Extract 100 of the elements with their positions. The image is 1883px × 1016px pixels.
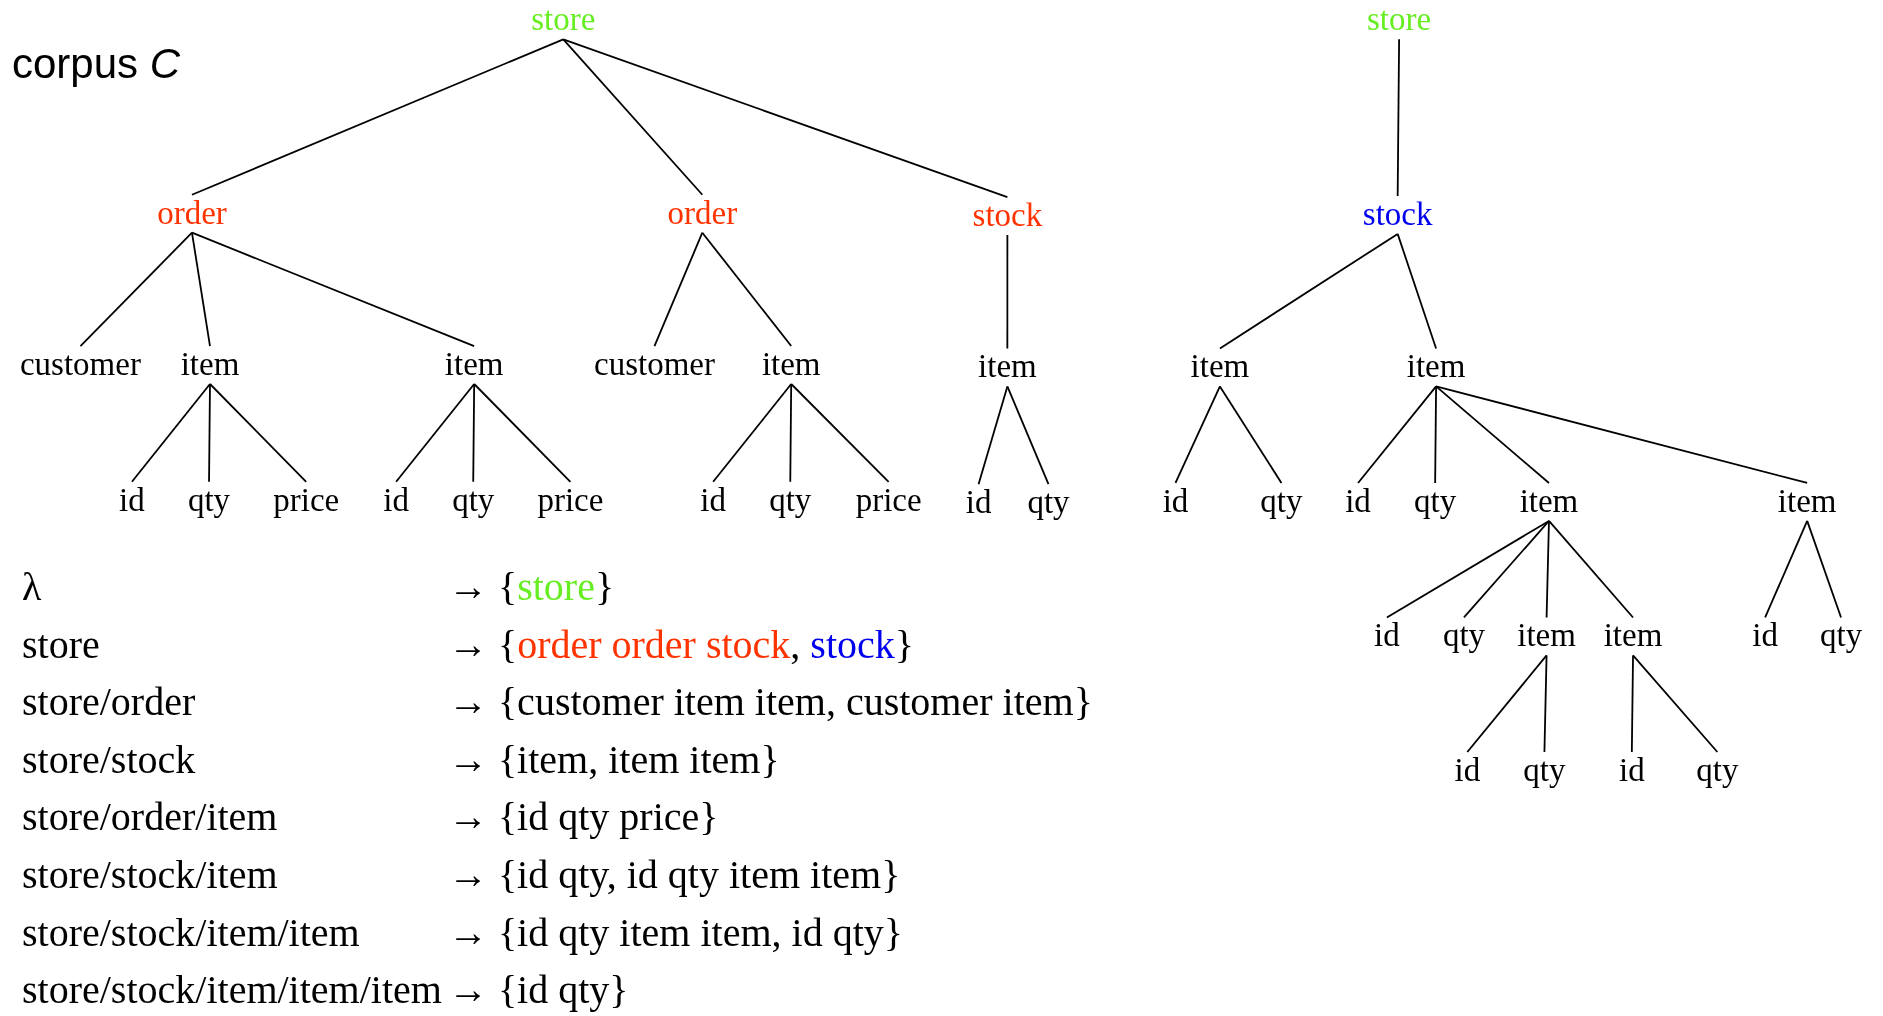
rule-text: → {id qty} — [447, 966, 629, 1015]
tree-edge — [1219, 233, 1399, 350]
rule-text: → {item, item item} — [447, 735, 780, 784]
rule-text: , — [790, 620, 801, 669]
tree-edge — [191, 231, 476, 347]
tree-node-label: qty — [452, 481, 495, 520]
tree-edge — [1543, 654, 1548, 753]
tree-edge — [701, 231, 793, 347]
tree-edge — [1174, 385, 1221, 484]
path-text: store/stock/item — [22, 850, 279, 899]
tree-edge — [1632, 654, 1719, 753]
tree-node-label: qty — [1523, 751, 1566, 790]
tree-edge — [1545, 520, 1550, 619]
tree-node-label: customer — [19, 346, 141, 384]
tree-edge — [653, 231, 704, 347]
tree-node-label: qty — [1260, 482, 1303, 521]
tree-edge — [1396, 38, 1400, 197]
tree-edge — [1357, 385, 1437, 484]
tree-edge — [1434, 385, 1437, 484]
tree-edge — [1396, 233, 1437, 350]
tree-node-label: item — [1406, 348, 1466, 387]
tree-node-label: qty — [1819, 617, 1863, 656]
tree-node-label: order — [157, 194, 227, 233]
path-text: λ — [22, 563, 43, 611]
tree-node-label: item — [761, 346, 821, 384]
tree-edge — [1630, 654, 1634, 753]
tree-edge — [1764, 520, 1809, 619]
tree-edge — [1548, 520, 1634, 619]
tree-edge — [1006, 385, 1050, 486]
tree-edge — [712, 383, 793, 483]
tree-edge — [1463, 520, 1550, 619]
tree-node-label: store — [1367, 1, 1432, 40]
tree-node-label: price — [855, 481, 922, 520]
tree-edge — [473, 383, 572, 483]
tree-edge — [191, 38, 565, 196]
tree-node-label: id — [1454, 751, 1481, 790]
tree-node-label: item — [1777, 482, 1837, 521]
tree-node-label: id — [1752, 617, 1778, 656]
tree-edge — [789, 383, 793, 483]
tree-node-label: item — [1519, 482, 1579, 521]
path-text: store/stock/item/item — [22, 908, 361, 957]
tree-node-label: id — [1345, 482, 1371, 521]
tree-node-label: item — [180, 346, 240, 384]
tree-node-label: id — [965, 484, 992, 523]
rule-text: → { — [447, 620, 518, 669]
rule-text: → {id qty price} — [447, 793, 719, 842]
tree-node-label: stock — [1362, 195, 1433, 234]
tree-edge — [131, 383, 211, 483]
tree-node-label: qty — [1414, 482, 1457, 521]
tree-node-label: id — [1619, 751, 1645, 790]
tree-node-label: qty — [1442, 617, 1486, 656]
rule-text: → {id qty, id qty item item} — [447, 850, 901, 899]
rule-text: → {customer item item, customer item} — [447, 678, 1093, 727]
tree-edge — [208, 383, 211, 483]
tree-node-label: id — [1374, 617, 1400, 656]
tree-node-label: store — [531, 1, 596, 40]
rule-text: → { — [447, 563, 518, 611]
tree-edge — [1219, 385, 1283, 484]
tree-edge — [472, 383, 476, 483]
tree-node-label: customer — [594, 346, 715, 384]
rule-text: stock — [810, 620, 895, 669]
tree-node-label: stock — [972, 197, 1043, 236]
tree-edge — [1466, 654, 1548, 753]
tree-edge — [79, 231, 193, 347]
tree-edge — [1006, 234, 1009, 350]
tree-node-label: id — [700, 481, 726, 520]
tree-node-label: item — [1603, 617, 1663, 656]
path-text: store — [22, 620, 101, 669]
tree-edge — [209, 383, 308, 483]
tree-node-label: qty — [769, 481, 812, 520]
tree-node-label: price — [537, 481, 604, 520]
tree-node-label: id — [1162, 482, 1189, 521]
rule-text: } — [594, 563, 615, 611]
tree-node-label: id — [119, 481, 145, 520]
tree-edge — [790, 383, 890, 483]
tree-node-label: qty — [187, 481, 231, 520]
tree-edge — [1806, 520, 1842, 619]
tree-node-label: item — [1190, 348, 1250, 387]
tree-node-label: item — [444, 346, 504, 384]
corpus-heading: corpus C — [12, 40, 181, 88]
tree-edge — [1385, 520, 1550, 619]
tree-edge — [562, 38, 1009, 199]
rule-text: order order stock — [517, 620, 791, 669]
tree-node-label: order — [667, 194, 738, 233]
tree-node-label: price — [273, 481, 340, 520]
tree-edge — [977, 385, 1009, 486]
tree-node-label: id — [383, 481, 409, 520]
tree-node-label: qty — [1027, 484, 1070, 523]
tree-node-label: item — [978, 348, 1037, 387]
path-text: store/stock/item/item/item — [22, 966, 442, 1015]
tree-edge — [395, 383, 476, 483]
rule-text: → {id qty item item, id qty} — [447, 908, 903, 957]
tree-edge — [1435, 385, 1550, 484]
path-text: store/order — [22, 678, 197, 727]
rule-text: store — [517, 563, 595, 611]
rule-text: } — [894, 620, 914, 669]
tree-node-label: item — [1517, 617, 1576, 656]
tree-node-label: qty — [1696, 751, 1739, 790]
tree-edge — [191, 231, 211, 347]
tree-edge — [1435, 385, 1809, 484]
